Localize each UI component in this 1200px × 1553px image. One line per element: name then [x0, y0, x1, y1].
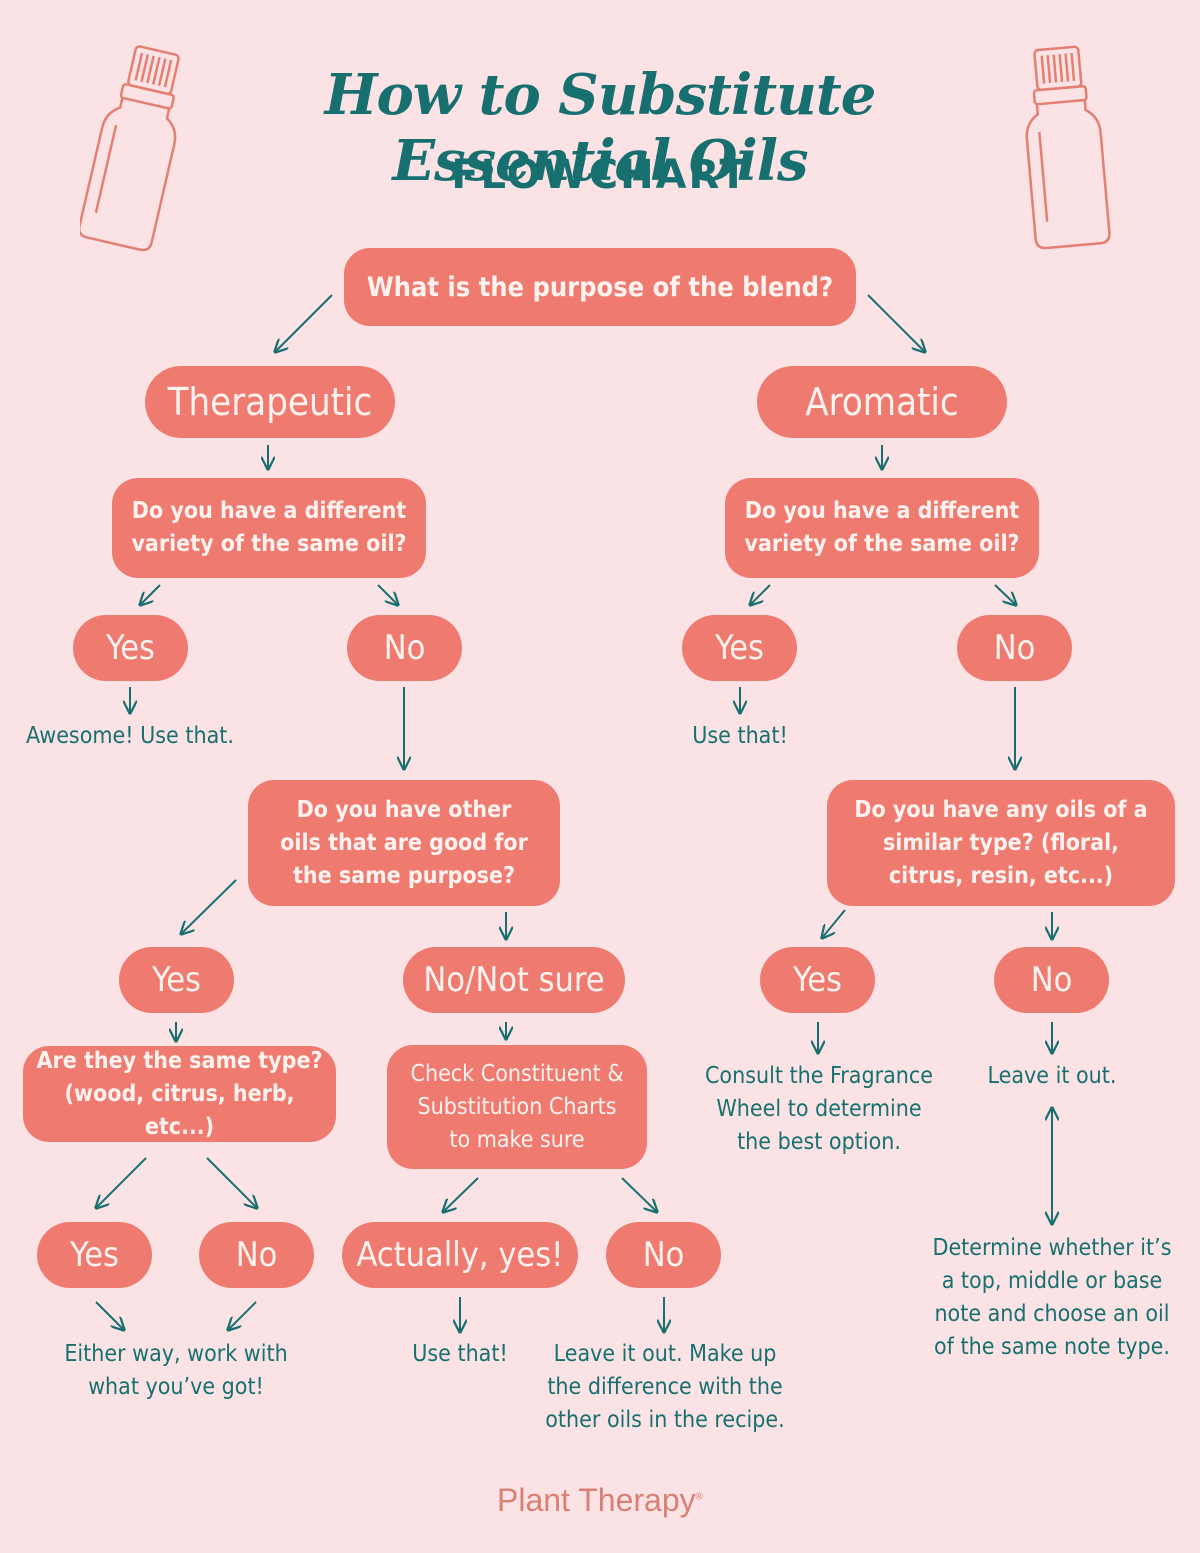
node-charts-no: No: [606, 1222, 721, 1288]
node-check-charts: Check Constituent & Substitution Charts …: [387, 1045, 647, 1169]
node-other-oils-yes: Yes: [119, 947, 234, 1013]
node-left-yes: Yes: [73, 615, 188, 681]
node-right-yes: Yes: [682, 615, 797, 681]
node-left-variety: Do you have a different variety of the s…: [112, 478, 426, 578]
essential-oil-bottle-icon-right: [1025, 45, 1111, 250]
text-awesome-use-that: Awesome! Use that.: [26, 723, 234, 749]
text-leave-it-out-right: Leave it out.: [987, 1063, 1117, 1089]
node-same-type-no: No: [199, 1222, 314, 1288]
essential-oil-bottle-icon-left: [80, 45, 180, 252]
node-actually-yes: Actually, yes!: [342, 1222, 578, 1288]
node-therapeutic: Therapeutic: [145, 366, 395, 438]
text-determine-note: Determine whether it’s a top, middle or …: [932, 1235, 1172, 1360]
brand-name: Plant Therapy: [496, 1482, 696, 1518]
page-title: How to Substitute Essential Oils: [324, 62, 877, 194]
node-not-sure: No/Not sure: [403, 947, 625, 1013]
text-consult-wheel: Consult the Fragrance Wheel to determine…: [704, 1063, 934, 1155]
node-right-variety: Do you have a different variety of the s…: [725, 478, 1039, 578]
node-similar-no: No: [994, 947, 1109, 1013]
text-use-that-right: Use that!: [692, 723, 788, 749]
node-aromatic: Aromatic: [757, 366, 1007, 438]
node-left-no: No: [347, 615, 462, 681]
text-use-that-bottom: Use that!: [412, 1341, 508, 1367]
node-same-type-yes: Yes: [37, 1222, 152, 1288]
node-purpose: What is the purpose of the blend?: [344, 248, 856, 326]
node-similar-yes: Yes: [760, 947, 875, 1013]
text-leave-it-out-difference: Leave it out. Make up the difference wit…: [545, 1341, 785, 1433]
text-either-way: Either way, work with what you’ve got!: [64, 1341, 288, 1400]
node-other-oils: Do you have other oils that are good for…: [248, 780, 560, 906]
brand-logo: Plant Therapy®: [496, 1482, 703, 1518]
node-similar-type: Do you have any oils of a similar type? …: [827, 780, 1175, 906]
node-right-no: No: [957, 615, 1072, 681]
node-same-type: Are they the same type? (wood, citrus, h…: [23, 1046, 336, 1142]
page-subtitle: FLOWCHART: [451, 152, 749, 198]
